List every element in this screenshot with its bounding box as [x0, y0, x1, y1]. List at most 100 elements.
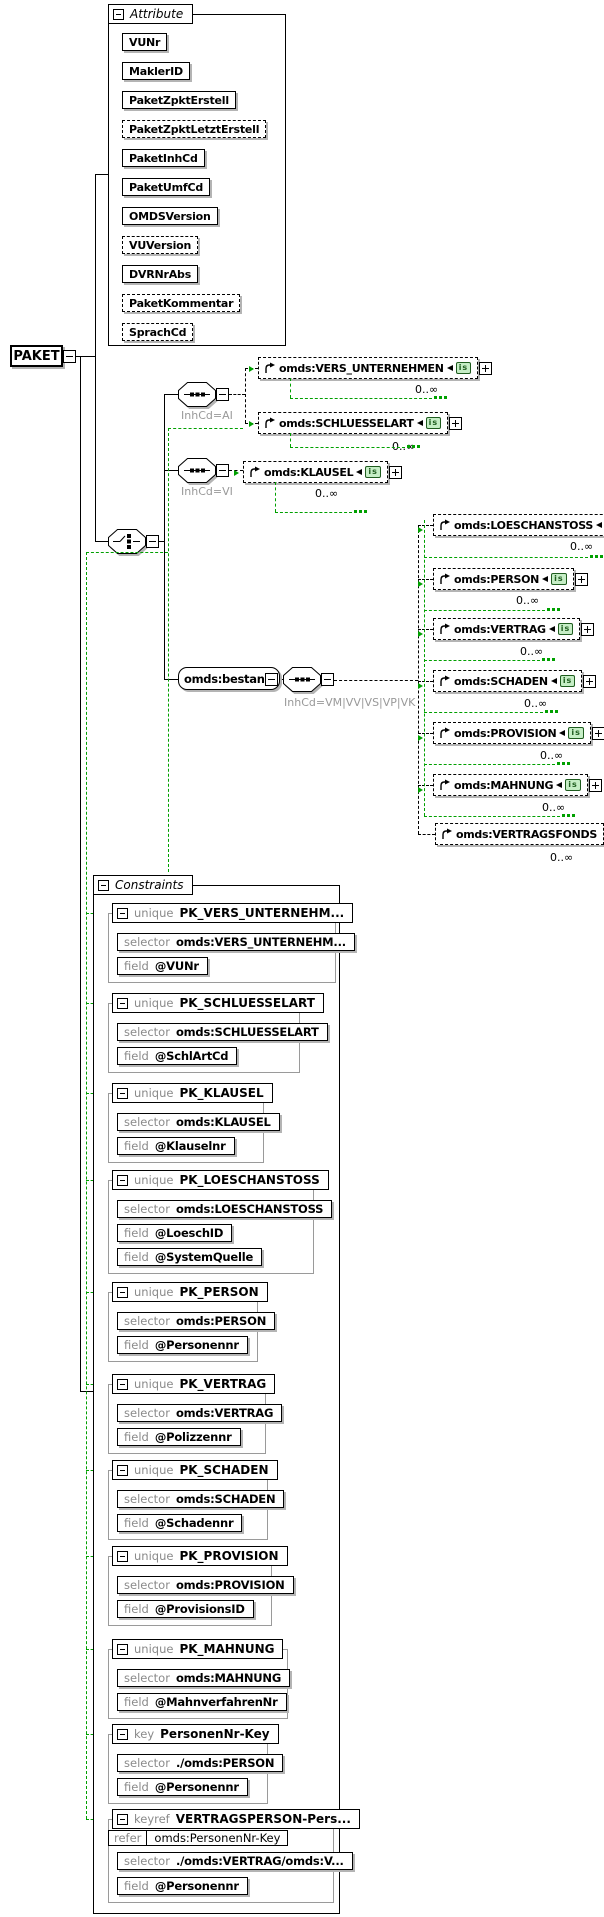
selector-row[interactable]: selector omds:KLAUSEL: [117, 1113, 280, 1131]
root-element-paket[interactable]: PAKET: [10, 345, 63, 367]
field-row[interactable]: field @LoeschID: [117, 1224, 233, 1242]
attribute-item[interactable]: SprachCd: [122, 323, 194, 341]
element-schaden[interactable]: omds:SCHADEN is: [433, 670, 597, 692]
field-row[interactable]: field @Polizzennr: [117, 1428, 241, 1446]
choice-compositor[interactable]: [108, 529, 146, 554]
sequence-compositor[interactable]: [283, 667, 321, 692]
constraint-title[interactable]: unique PK_VERS_UNTERNEHM...: [112, 903, 354, 923]
reference-line: [424, 764, 555, 765]
constraint-title[interactable]: keyref VERTRAGSPERSON-Pers...: [112, 1809, 360, 1829]
selector-value: ./omds:PERSON: [175, 1756, 275, 1770]
field-row[interactable]: field @VUNr: [117, 957, 208, 975]
field-row[interactable]: field @SystemQuelle: [117, 1248, 263, 1266]
collapse-handle-icon[interactable]: [265, 673, 278, 686]
collapse-toggle-icon[interactable]: [117, 997, 128, 1009]
selector-value: omds:SCHADEN: [175, 1492, 276, 1506]
collapse-toggle-icon[interactable]: [117, 1813, 128, 1825]
selector-row[interactable]: selector ./omds:VERTRAG/omds:V...: [117, 1852, 353, 1870]
collapse-handle-icon[interactable]: [216, 464, 229, 477]
selector-row[interactable]: selector omds:MAHNUNG: [117, 1669, 291, 1687]
collapse-toggle-icon[interactable]: [117, 1378, 128, 1390]
element-bestand[interactable]: omds:bestand: [178, 667, 280, 690]
attribute-item[interactable]: VUNr: [122, 33, 168, 51]
expand-icon[interactable]: [388, 466, 402, 479]
reference-arrow-icon: [439, 519, 451, 531]
collapse-handle-icon[interactable]: [63, 350, 76, 363]
selector-row[interactable]: selector omds:LOESCHANSTOSS: [117, 1200, 333, 1218]
expand-icon[interactable]: [588, 779, 602, 792]
selector-row[interactable]: selector omds:PERSON: [117, 1312, 276, 1330]
field-row[interactable]: field @Personennr: [117, 1336, 248, 1354]
constraint-title[interactable]: unique PK_SCHLUESSELART: [112, 993, 324, 1013]
element-mahnung[interactable]: omds:MAHNUNG is: [433, 774, 602, 796]
expand-icon[interactable]: [479, 362, 493, 375]
collapse-toggle-icon[interactable]: [117, 1174, 128, 1186]
constraint-title[interactable]: unique PK_LOESCHANSTOSS: [112, 1170, 329, 1190]
field-label: field: [124, 1226, 149, 1240]
attribute-item[interactable]: VUVersion: [122, 236, 199, 254]
collapse-toggle-icon[interactable]: [117, 1643, 128, 1655]
collapse-toggle-icon[interactable]: [98, 879, 109, 891]
selector-row[interactable]: selector omds:VERTRAG: [117, 1404, 283, 1422]
reference-marker-icon: [418, 581, 423, 587]
attribute-item[interactable]: MaklerID: [122, 62, 190, 80]
selector-label: selector: [124, 1578, 170, 1592]
element-name: omds:VERTRAG: [454, 622, 546, 636]
expand-icon[interactable]: [591, 727, 604, 740]
expand-icon[interactable]: [581, 623, 595, 636]
selector-row[interactable]: selector omds:VERS_UNTERNEHM...: [117, 933, 355, 951]
field-row[interactable]: field @Schadennr: [117, 1514, 243, 1532]
expand-icon[interactable]: [449, 417, 463, 430]
constraint-title[interactable]: unique PK_MAHNUNG: [112, 1639, 284, 1659]
element-provision[interactable]: omds:PROVISION is: [433, 722, 604, 744]
attribute-item[interactable]: OMDSVersion: [122, 207, 218, 225]
selector-row[interactable]: selector omds:SCHADEN: [117, 1490, 285, 1508]
collapse-handle-icon[interactable]: [321, 673, 334, 686]
expand-icon[interactable]: [583, 675, 597, 688]
collapse-toggle-icon[interactable]: [117, 907, 128, 919]
collapse-toggle-icon[interactable]: [113, 8, 124, 20]
field-row[interactable]: field @ProvisionsID: [117, 1600, 254, 1618]
selector-row[interactable]: selector omds:PROVISION: [117, 1576, 294, 1594]
collapse-toggle-icon[interactable]: [117, 1728, 128, 1740]
collapse-handle-icon[interactable]: [216, 388, 229, 401]
element-vertragsfonds[interactable]: omds:VERTRAGSFONDS: [435, 823, 604, 845]
field-row[interactable]: field @Personennr: [117, 1778, 248, 1796]
element-klausel[interactable]: omds:KLAUSEL is: [243, 461, 402, 483]
refer-row[interactable]: refer omds:PersonenNr-Key: [108, 1830, 289, 1846]
optional-connector-line: [229, 394, 245, 395]
constraint-title[interactable]: unique PK_KLAUSEL: [112, 1083, 273, 1103]
sequence-compositor[interactable]: [178, 382, 216, 407]
field-row[interactable]: field @MahnverfahrenNr: [117, 1693, 287, 1711]
constraint-title[interactable]: unique PK_PERSON: [112, 1282, 268, 1302]
constraint-title[interactable]: unique PK_VERTRAG: [112, 1374, 276, 1394]
collapse-toggle-icon[interactable]: [117, 1464, 128, 1476]
expand-icon[interactable]: [574, 573, 588, 586]
element-loeschanstoss[interactable]: omds:LOESCHANSTOSS is: [433, 514, 604, 536]
attribute-item[interactable]: PaketUmfCd: [122, 178, 211, 196]
attribute-item[interactable]: PaketInhCd: [122, 149, 205, 167]
attribute-item[interactable]: PaketZpktLetztErstell: [122, 120, 267, 138]
element-schluesselart[interactable]: omds:SCHLUESSELART is: [258, 412, 463, 434]
attribute-panel-title: Attribute: [130, 7, 184, 21]
collapse-handle-icon[interactable]: [146, 535, 159, 548]
field-row[interactable]: field @Personennr: [117, 1877, 248, 1895]
selector-row[interactable]: selector omds:SCHLUESSELART: [117, 1023, 328, 1041]
selector-row[interactable]: selector ./omds:PERSON: [117, 1754, 284, 1772]
field-row[interactable]: field @Klauselnr: [117, 1137, 235, 1155]
ellipsis-dots-icon: [434, 396, 437, 399]
collapse-toggle-icon[interactable]: [117, 1550, 128, 1562]
attribute-item[interactable]: PaketZpktErstell: [122, 91, 236, 109]
field-row[interactable]: field @SchlArtCd: [117, 1047, 238, 1065]
constraint-title[interactable]: key PersonenNr-Key: [112, 1724, 279, 1744]
collapse-toggle-icon[interactable]: [117, 1087, 128, 1099]
attribute-item[interactable]: PaketKommentar: [122, 294, 241, 312]
collapse-toggle-icon[interactable]: [117, 1286, 128, 1298]
constraint-title[interactable]: unique PK_PROVISION: [112, 1546, 288, 1566]
element-vertrag[interactable]: omds:VERTRAG is: [433, 618, 595, 640]
constraint-title[interactable]: unique PK_SCHADEN: [112, 1460, 278, 1480]
attribute-item[interactable]: DVRNrAbs: [122, 265, 199, 283]
element-vers-unternehmen[interactable]: omds:VERS_UNTERNEHMEN is: [258, 357, 493, 379]
sequence-compositor[interactable]: [178, 458, 216, 483]
element-person[interactable]: omds:PERSON is: [433, 568, 588, 590]
